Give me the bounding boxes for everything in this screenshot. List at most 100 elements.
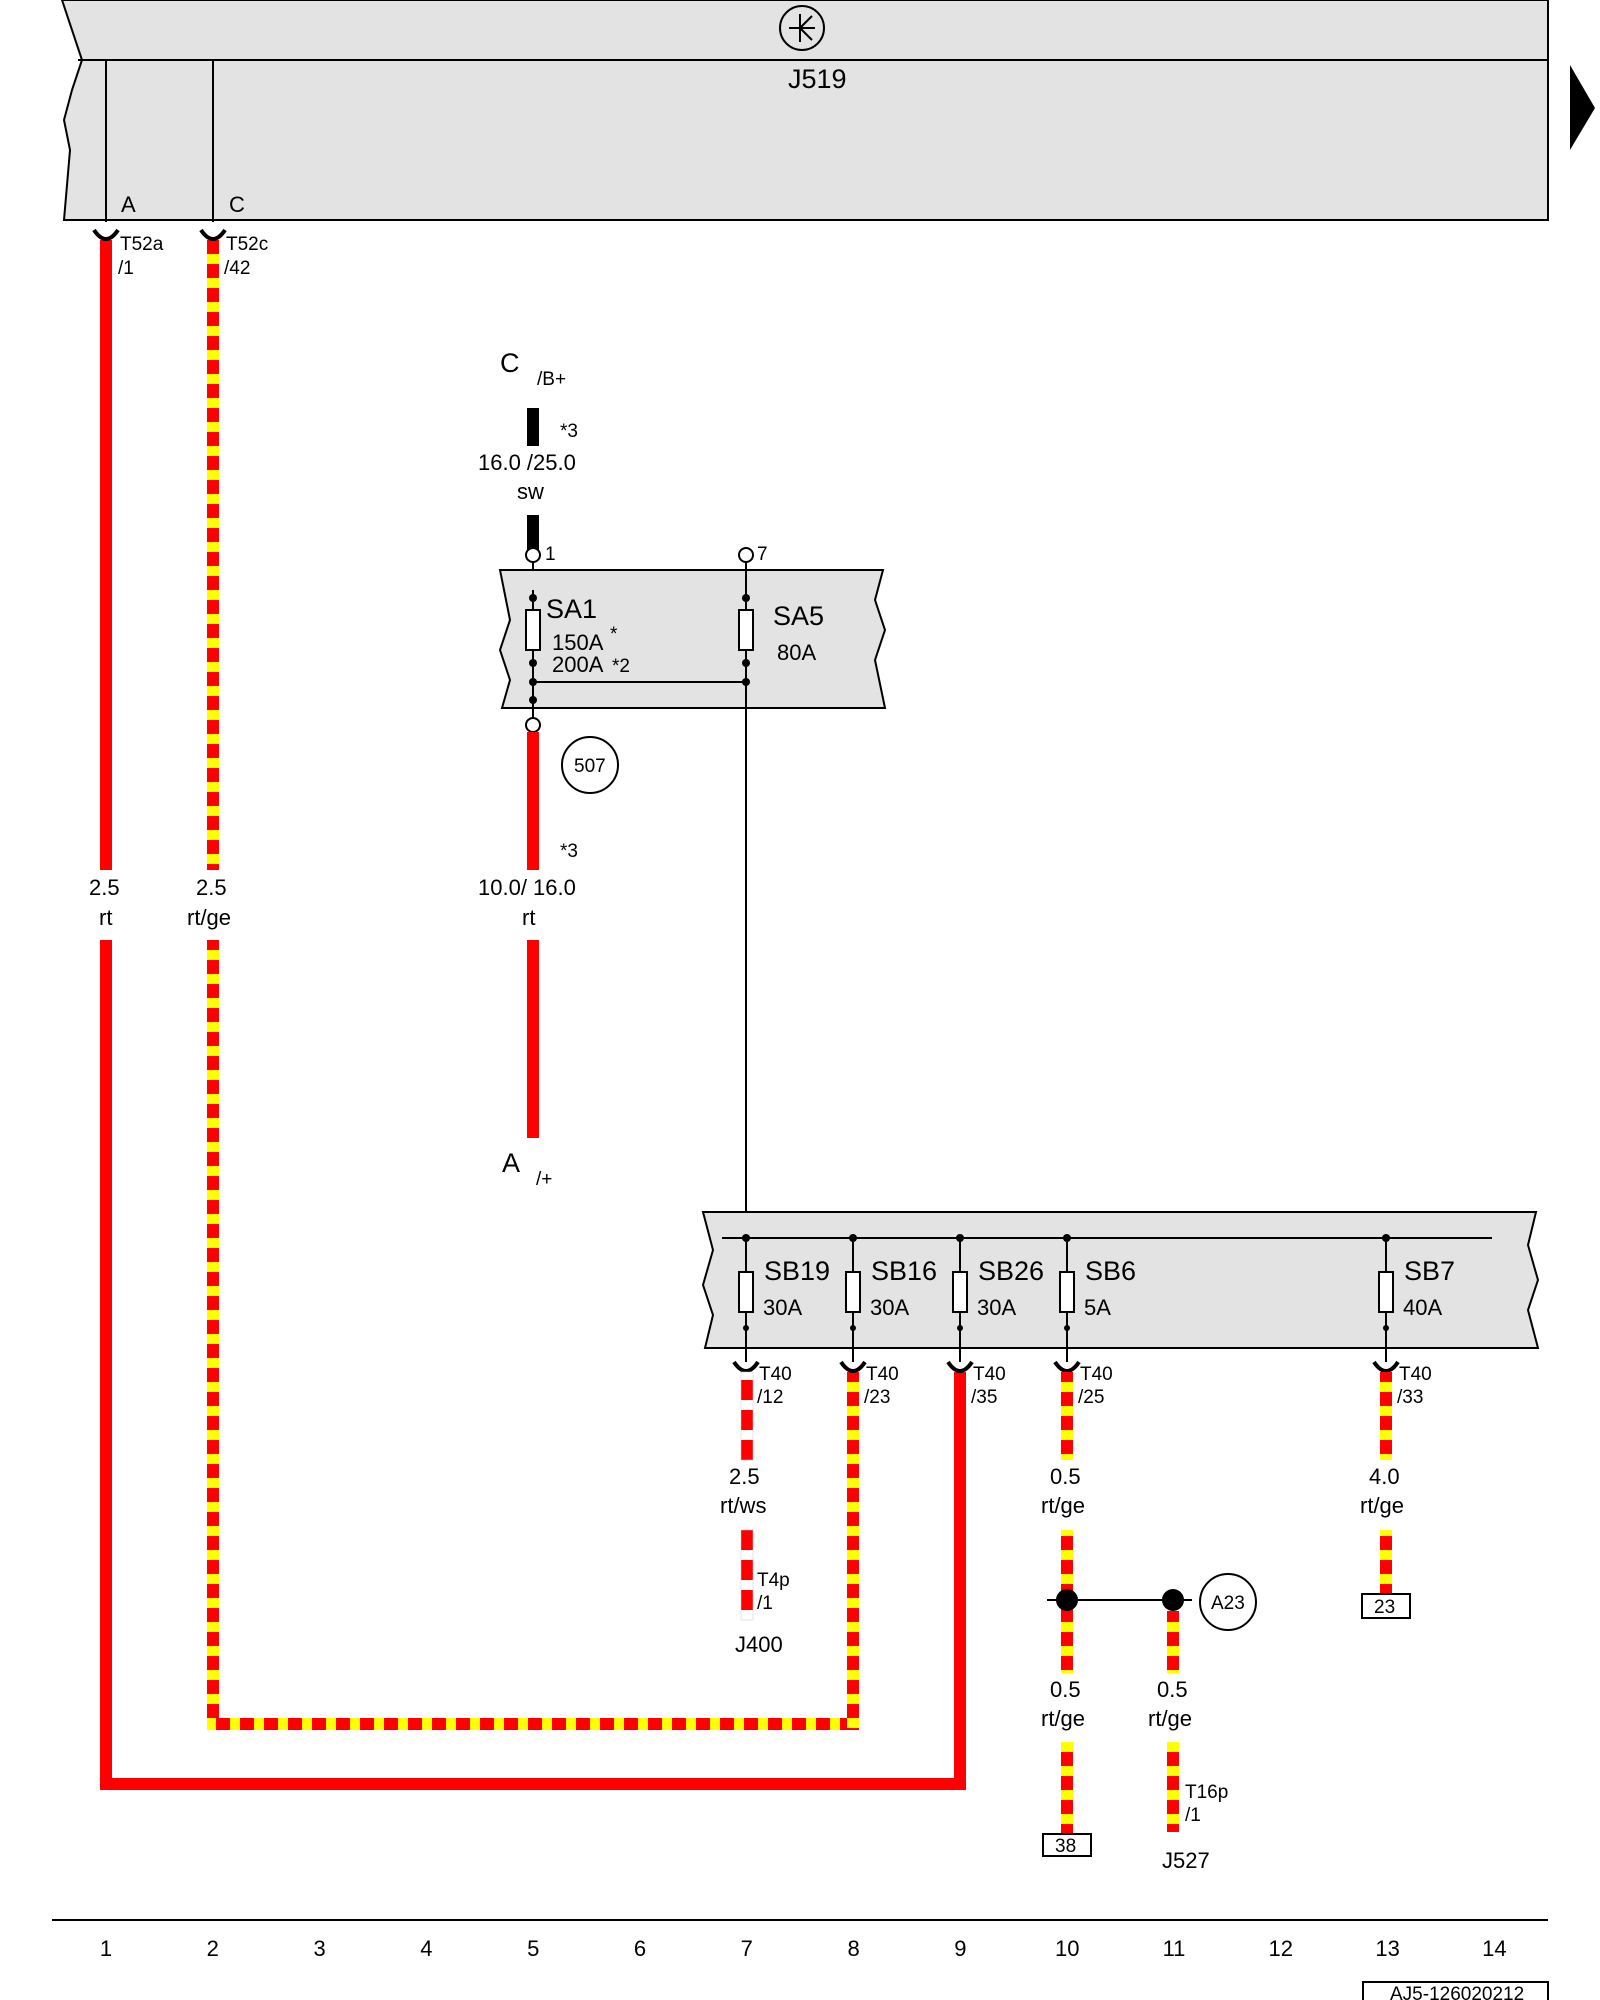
column-label: 4 — [420, 1936, 432, 1961]
column-label: 6 — [634, 1936, 646, 1961]
wire-10a-size: 0.5 — [1050, 1464, 1081, 1489]
wire-13: 4.0 rt/ge 23 — [1360, 1372, 1411, 1619]
fuse-rating: 5A — [1084, 1295, 1111, 1320]
fuse-icon — [738, 1271, 754, 1313]
pin-a-label: A — [121, 192, 136, 217]
connector-t52c-icon — [199, 228, 227, 241]
doc-id-box: AJ5-126020212 — [1362, 1981, 1549, 2000]
connector-t52a-icon — [92, 228, 120, 241]
fuse-name: SB19 — [764, 1256, 830, 1286]
wire-5-top-size: 16.0 /25.0 — [478, 450, 576, 475]
column-label: 13 — [1375, 1936, 1399, 1961]
connector-name: T40 — [1399, 1364, 1432, 1385]
wire-1-size: 2.5 — [89, 875, 120, 900]
fuse-icon — [845, 1271, 861, 1313]
fuse-sa5-icon — [738, 609, 754, 651]
connector-pin: /12 — [757, 1387, 783, 1408]
fuse-sa1-icon — [525, 609, 541, 651]
wire-2-color: rt/ge — [187, 905, 231, 930]
column-label: 5 — [527, 1936, 539, 1961]
fuse-sb19: SB19 30A T40/12 — [732, 1234, 830, 1408]
svg-text:A23: A23 — [1211, 1593, 1245, 1614]
wire-10a-color: rt/ge — [1041, 1493, 1085, 1518]
sa-fuse-box: 1 7 SA1 150A * 200A *2 SA5 80A — [498, 544, 887, 1238]
ref-a-letter: A — [502, 1148, 520, 1178]
column-label: 1 — [100, 1936, 112, 1961]
connector-t52a-name: T52a — [120, 234, 164, 255]
column-label: 12 — [1269, 1936, 1293, 1961]
wire-11-color: rt/ge — [1148, 1706, 1192, 1731]
box-38-label: 38 — [1055, 1836, 1076, 1857]
wire-5-bottom-color: rt — [522, 905, 535, 930]
connector-t16p-pin: /1 — [1185, 1805, 1201, 1826]
connector-icon — [732, 1360, 760, 1373]
fuse-sa1-name: SA1 — [546, 594, 597, 624]
wire-11-size: 0.5 — [1157, 1677, 1188, 1702]
fuse-name: SB7 — [1404, 1256, 1455, 1286]
connector-pin: /25 — [1078, 1387, 1104, 1408]
connector-t4p-name: T4p — [757, 1570, 790, 1591]
fuse-icon — [1059, 1271, 1075, 1313]
connector-t16p-name: T16p — [1185, 1782, 1228, 1803]
wire-7-size: 2.5 — [729, 1464, 760, 1489]
connector-t52a-pin: /1 — [118, 258, 134, 279]
column-label: 10 — [1055, 1936, 1079, 1961]
connector-t52c-name: T52c — [226, 234, 268, 255]
wire-5-bottom-note: *3 — [560, 841, 578, 862]
connector-icon — [946, 1360, 974, 1373]
wire-2: T52c /42 2.5 rt/ge — [187, 228, 859, 1730]
column-label: 2 — [207, 1936, 219, 1961]
wire-5: C /B+ *3 16.0 /25.0 sw 507 *3 10.0/ 16.0… — [478, 348, 619, 1190]
fuse-rating: 30A — [870, 1295, 909, 1320]
sa-pin-7: 7 — [757, 544, 768, 565]
connector-name: T40 — [1080, 1364, 1113, 1385]
fuse-rating: 30A — [763, 1295, 802, 1320]
connector-name: T40 — [973, 1364, 1006, 1385]
box-23-label: 23 — [1374, 1597, 1395, 1618]
column-label: 8 — [847, 1936, 859, 1961]
column-label: 3 — [313, 1936, 325, 1961]
wire-5-bottom-size: 10.0/ 16.0 — [478, 875, 576, 900]
fuse-name: SB16 — [871, 1256, 937, 1286]
fuse-icon — [952, 1271, 968, 1313]
wire-10b-size: 0.5 — [1050, 1677, 1081, 1702]
fuse-name: SB26 — [978, 1256, 1044, 1286]
connector-pin: /35 — [971, 1387, 997, 1408]
fuse-sa1-star-1: * — [610, 624, 618, 645]
fuse-sa1-star-2: *2 — [612, 656, 630, 677]
wire-5-top-note: *3 — [560, 421, 578, 442]
j519-label: J519 — [788, 64, 847, 94]
wire-10: 0.5 rt/ge A23 0.5 rt/ge 38 0.5 rt/ge T16… — [1041, 1372, 1257, 1873]
connector-icon — [839, 1360, 867, 1373]
column-label: 9 — [954, 1936, 966, 1961]
fuse-sa5-name: SA5 — [773, 601, 824, 631]
connector-icon — [1053, 1360, 1081, 1373]
fuse-sa1-rating-2: 200A — [552, 652, 604, 677]
fuse-rating: 40A — [1403, 1295, 1442, 1320]
connector-t52c-pin: /42 — [224, 258, 250, 279]
wire-7: 2.5 rt/ws T4p /1 J400 — [720, 1371, 790, 1657]
a23-marker: A23 — [1199, 1573, 1257, 1631]
sa-pin-1: 1 — [545, 544, 556, 565]
wire-2-size: 2.5 — [196, 875, 227, 900]
control-unit-icon — [779, 5, 825, 51]
triangle-right-icon — [1570, 65, 1595, 150]
ref-a-suffix: /+ — [536, 1169, 552, 1190]
column-label: 11 — [1163, 1936, 1186, 1961]
connector-name: T40 — [759, 1364, 792, 1385]
pin-c-label: C — [229, 192, 245, 217]
column-label: 7 — [741, 1936, 753, 1961]
connector-pin: /23 — [864, 1387, 890, 1408]
j527-label: J527 — [1162, 1848, 1210, 1873]
wire-13-size: 4.0 — [1369, 1464, 1400, 1489]
ground-507-marker: 507 — [561, 736, 619, 794]
sb-fuse-box: SB1930AT40/12SB1630AT40/23SB2630AT40/35S… — [701, 1211, 1540, 1408]
wire-5-top-color: sw — [517, 479, 544, 504]
ref-c-suffix: /B+ — [537, 369, 566, 390]
